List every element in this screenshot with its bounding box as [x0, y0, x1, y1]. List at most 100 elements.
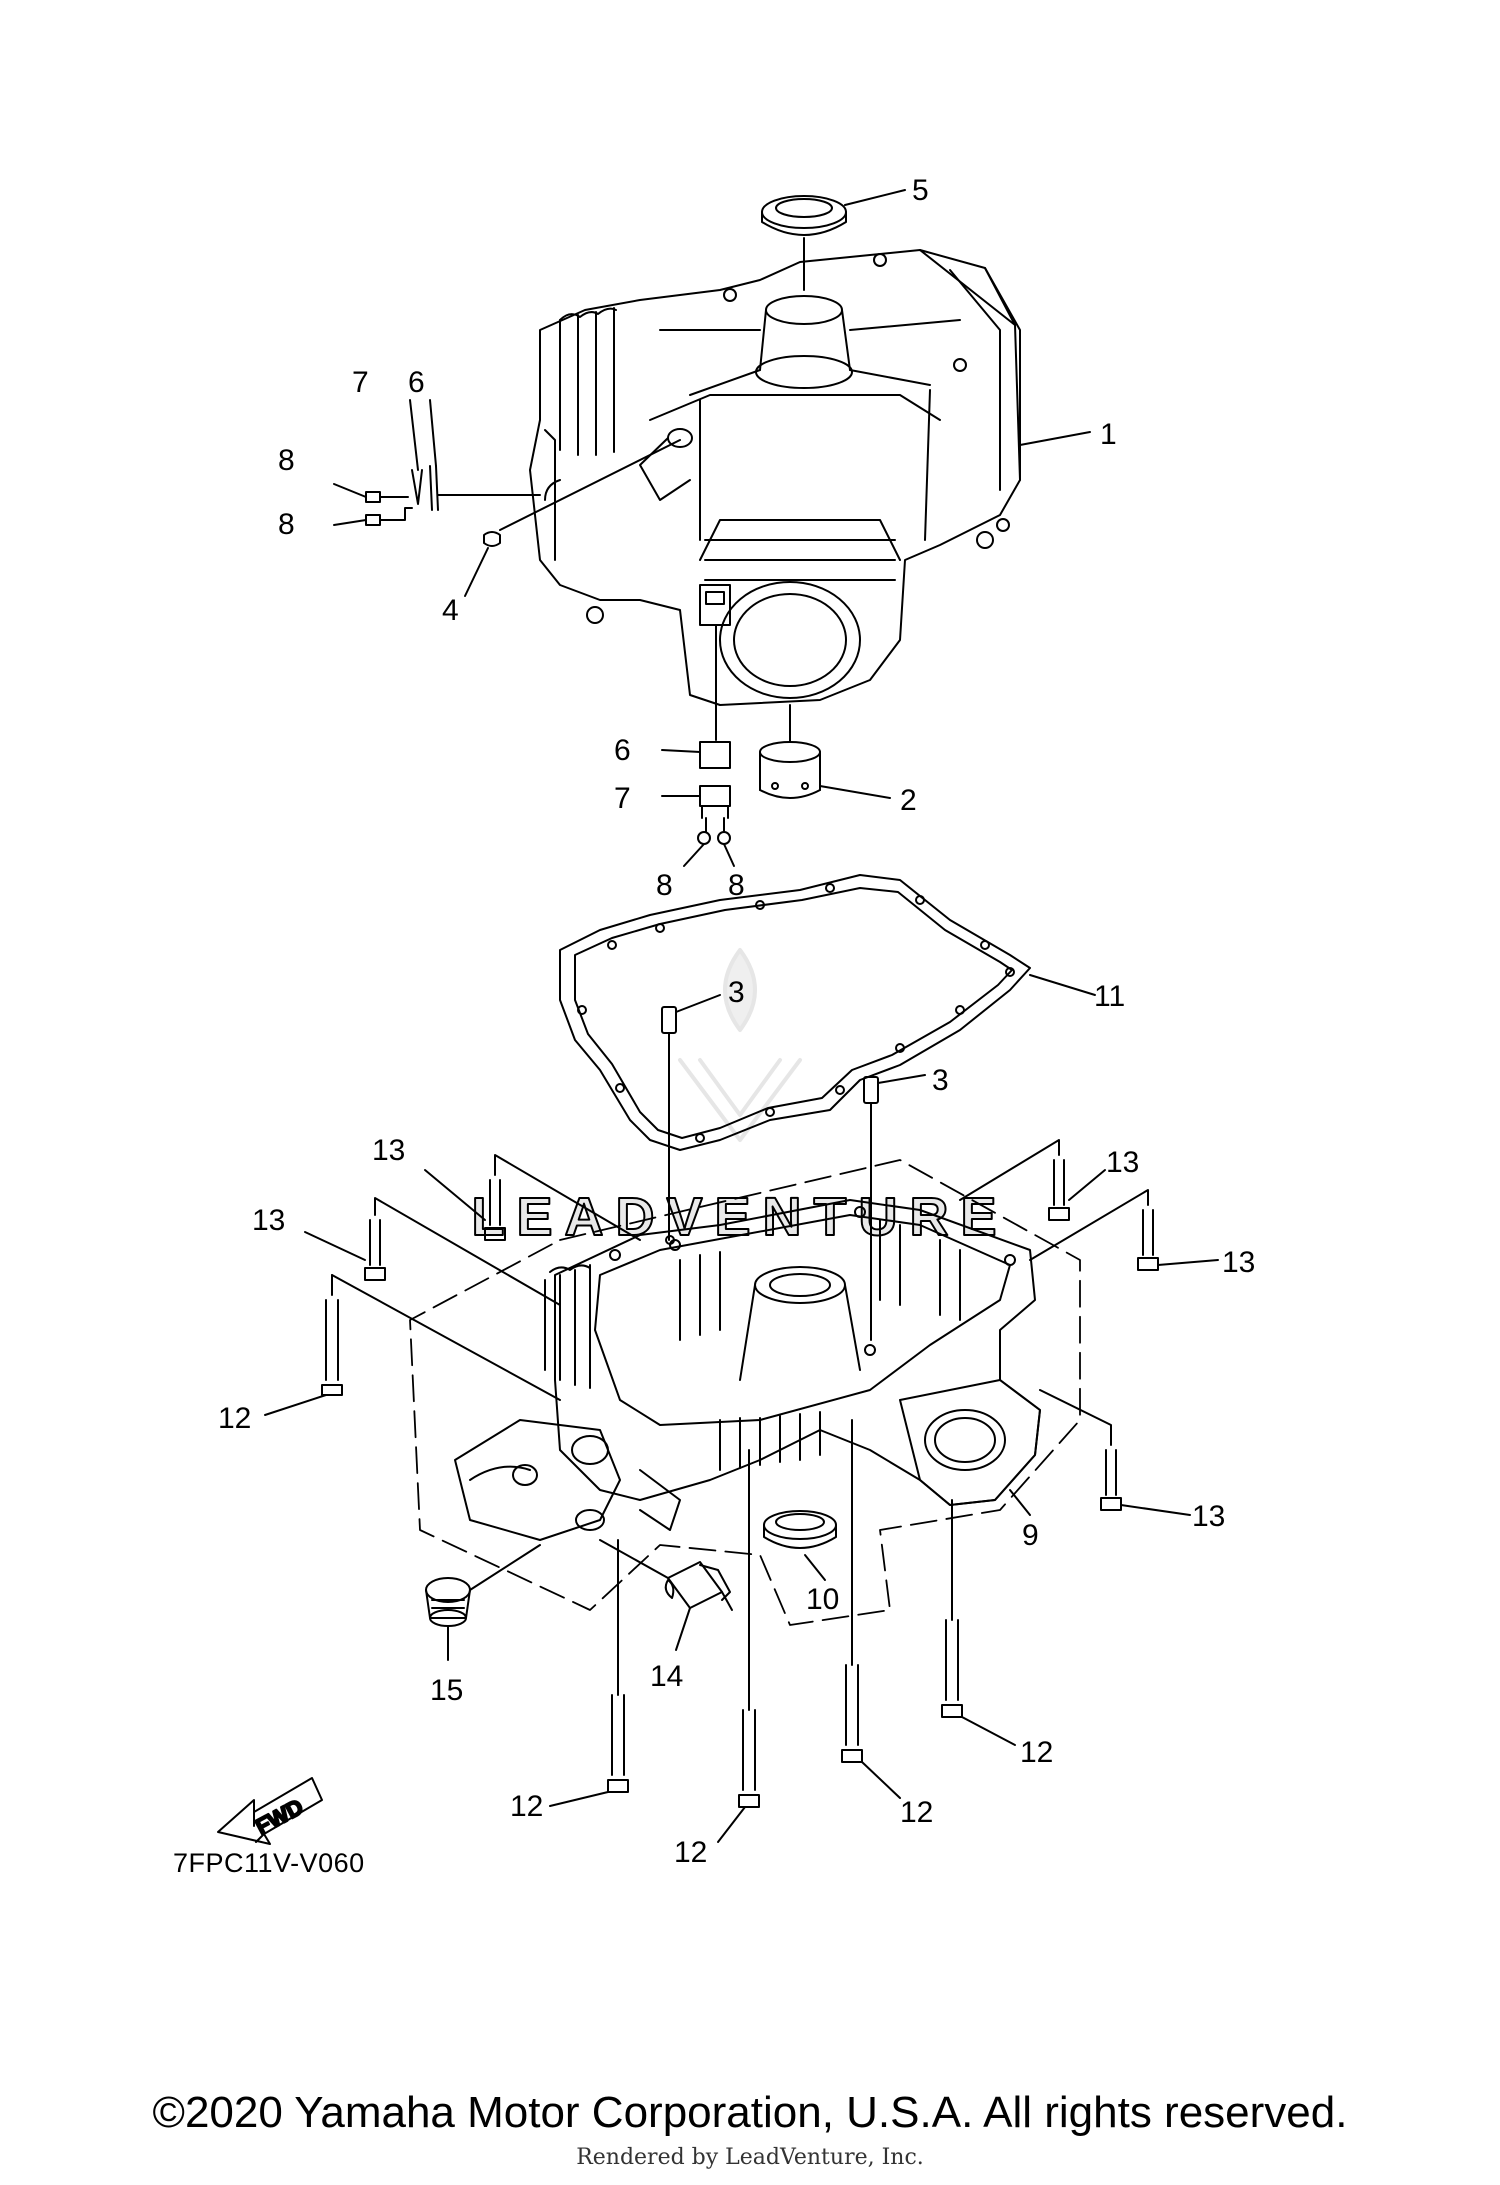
leader-1 — [1019, 431, 1091, 446]
part-label-2[interactable]: 2 — [900, 784, 917, 817]
copyright-notice: ©2020 Yamaha Motor Corporation, U.S.A. A… — [152, 2088, 1348, 2137]
screw-upper-2-part — [365, 514, 399, 526]
leader-8b — [333, 519, 367, 526]
diagram-code: 7FPC11V-V060 — [173, 1848, 365, 1878]
bolt-13b-part — [364, 1219, 386, 1281]
leader-13e-axis — [1039, 1389, 1112, 1446]
sleeve-part — [759, 741, 821, 799]
part-label-6a[interactable]: 6 — [408, 366, 425, 399]
leader-13d — [1157, 1259, 1219, 1266]
part-label-13b[interactable]: 13 — [252, 1204, 285, 1237]
part-label-11[interactable]: 11 — [1094, 980, 1125, 1013]
leader-12a — [264, 1394, 327, 1416]
part-label-13e[interactable]: 13 — [1192, 1500, 1225, 1533]
leader-13e — [1120, 1504, 1191, 1516]
part-label-3a[interactable]: 3 — [728, 976, 745, 1009]
leader-12d — [861, 1761, 901, 1799]
bolt-12c-part — [738, 1709, 760, 1808]
crankcase-gasket-part — [559, 874, 1031, 1151]
leader-6a — [429, 399, 437, 467]
part-label-15[interactable]: 15 — [430, 1674, 463, 1707]
part-label-8a[interactable]: 8 — [278, 444, 295, 477]
bolt-13e-part — [1100, 1449, 1122, 1511]
leader-13a-axis — [494, 1154, 641, 1241]
part-label-8c[interactable]: 8 — [656, 869, 673, 902]
screw-upper-1-part — [365, 491, 399, 503]
bolt-12b-part — [607, 1694, 629, 1793]
gasket-middle-part — [699, 785, 731, 833]
leader-5 — [844, 189, 906, 206]
screw-middle-1-part — [697, 831, 711, 845]
bolt-12a-part — [321, 1299, 343, 1396]
bolt-12d-part — [841, 1664, 863, 1763]
leader-8c — [683, 843, 705, 867]
gasket-upper-part — [411, 469, 423, 505]
part-label-13d[interactable]: 13 — [1222, 1246, 1255, 1279]
leader-8-join — [397, 496, 413, 521]
crankcase-lower-outline — [409, 1159, 1081, 1626]
fwd-label: FWD — [251, 1794, 307, 1840]
part-label-4[interactable]: 4 — [442, 594, 459, 627]
leader-4-axis — [499, 439, 681, 531]
plug-4-part — [483, 531, 501, 547]
watermark-logo — [678, 948, 802, 1142]
dowel-pin-2-part — [863, 1076, 879, 1104]
part-label-8d[interactable]: 8 — [728, 869, 745, 902]
leader-12e — [961, 1716, 1016, 1746]
leader-9 — [1009, 1489, 1031, 1516]
part-label-12a[interactable]: 12 — [218, 1402, 251, 1435]
leader-8a — [333, 483, 367, 498]
leader-7a — [409, 399, 419, 471]
render-credit: Rendered by LeadVenture, Inc. — [576, 2145, 924, 2170]
oil-sensor-part — [664, 1561, 733, 1611]
part-label-5[interactable]: 5 — [912, 174, 929, 207]
leader-14 — [675, 1607, 691, 1651]
watermark-text: LEADVENTURE — [471, 1187, 1008, 1247]
leader-2 — [819, 785, 891, 799]
leader-13c — [1068, 1169, 1106, 1201]
part-label-6b[interactable]: 6 — [614, 734, 631, 767]
part-label-9[interactable]: 9 — [1022, 1519, 1039, 1552]
leader-13d-axis — [1029, 1189, 1149, 1261]
part-label-12c[interactable]: 12 — [674, 1836, 707, 1869]
bolt-13c-part — [1048, 1159, 1070, 1221]
part-label-12d[interactable]: 12 — [900, 1796, 933, 1829]
leader-10 — [804, 1554, 826, 1581]
oil-seal-top-part — [761, 195, 847, 236]
plate-upper-part — [429, 465, 439, 511]
leader-4 — [464, 547, 489, 597]
leader-15-axis — [469, 1544, 541, 1591]
bolt-13d-part — [1137, 1209, 1159, 1271]
part-label-13a[interactable]: 13 — [372, 1134, 405, 1167]
leader-13a — [424, 1169, 486, 1221]
crankcase-lower-part — [454, 1199, 1041, 1541]
leader-12c — [717, 1806, 746, 1843]
bolt-13a-part — [484, 1179, 506, 1241]
part-label-3b[interactable]: 3 — [932, 1064, 949, 1097]
part-label-13c[interactable]: 13 — [1106, 1146, 1139, 1179]
leader-14-axis — [599, 1539, 669, 1579]
part-label-7a[interactable]: 7 — [352, 366, 369, 399]
oil-seal-lower-part — [763, 1510, 837, 1549]
leader-13c-axis — [959, 1139, 1060, 1201]
leader-12a-target — [331, 1274, 561, 1401]
drain-plug-part — [425, 1577, 471, 1627]
leader-3b — [877, 1074, 926, 1084]
leader-13b-axis — [374, 1197, 561, 1306]
fwd-arrow-icon — [217, 1777, 323, 1845]
leader-12b — [549, 1791, 609, 1807]
dowel-pin-1-part — [661, 1006, 677, 1034]
plate-middle-part — [699, 741, 731, 769]
crankcase-upper-part — [529, 249, 1021, 706]
leader-8d — [723, 843, 735, 867]
part-label-1[interactable]: 1 — [1100, 418, 1117, 451]
part-label-12b[interactable]: 12 — [510, 1790, 543, 1823]
part-label-10[interactable]: 10 — [806, 1583, 839, 1616]
leader-11 — [1029, 974, 1096, 996]
part-label-14[interactable]: 14 — [650, 1660, 683, 1693]
part-label-7b[interactable]: 7 — [614, 782, 631, 815]
leader-6b — [661, 749, 701, 753]
part-label-8b[interactable]: 8 — [278, 508, 295, 541]
part-label-12e[interactable]: 12 — [1020, 1736, 1053, 1769]
